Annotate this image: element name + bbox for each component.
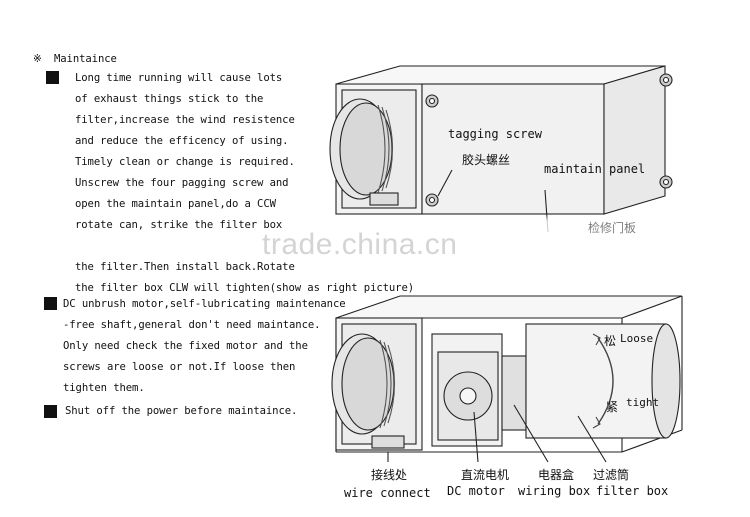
s1-line: of exhaust things stick to the <box>75 93 264 105</box>
loose-cn-label: 松 <box>604 334 617 348</box>
tight-label: tight <box>626 396 660 409</box>
s2-line: -free shaft,general don't need maintance… <box>63 319 321 331</box>
s1-line: the filter.Then install back.Rotate <box>75 261 295 273</box>
filter-box-cn-label: 过滤筒 <box>593 468 630 482</box>
tagging-screw-cn-label: 胶头螺丝 <box>462 153 511 167</box>
s2-line: Only need check the fixed motor and the <box>63 340 308 352</box>
s1-line: filter,increase the wind resistence <box>75 114 295 126</box>
dc-motor-cn-label: 直流电机 <box>461 468 510 482</box>
section-2-text: DC unbrush motor,self-lubricating mainte… <box>63 294 346 399</box>
s1-line-blurred <box>75 236 414 257</box>
bullet-1 <box>46 71 59 84</box>
section-3-text: Shut off the power before maintaince. <box>65 405 298 417</box>
wiring-box-label: wiring box <box>518 484 591 498</box>
maintain-panel-cn-label: 检修门板 <box>588 221 637 235</box>
s2-line: screws are loose or not.If loose then <box>63 361 296 373</box>
unit-closed-drawing <box>329 65 673 233</box>
unit-open-drawing <box>331 295 683 463</box>
bullet-3 <box>44 405 57 418</box>
wiring-box-cn-label: 电器盒 <box>538 468 575 482</box>
s2-line: DC unbrush motor,self-lubricating mainte… <box>63 298 346 310</box>
header-title: Maintaince <box>54 53 117 65</box>
header-symbol: ※ <box>33 53 42 65</box>
filter-box-label: filter box <box>596 484 669 498</box>
s1-line: Long time running will cause lots <box>75 72 283 84</box>
s1-line: and reduce the efficency of using. <box>75 135 289 147</box>
wire-connect-cn-label: 接线处 <box>371 468 408 482</box>
wire-connect-label: wire connect <box>344 486 431 500</box>
s1-line: the filter box CLW will tighten(show as … <box>75 282 415 294</box>
s1-line: open the maintain panel,do a CCW <box>75 198 276 210</box>
tagging-screw-label: tagging screw <box>448 127 542 141</box>
s1-line: rotate can, strike the filter box <box>75 219 283 231</box>
s2-line: tighten them. <box>63 382 145 394</box>
bullet-2 <box>44 297 57 310</box>
tight-cn-label: 紧 <box>606 400 619 414</box>
s1-line: Timely clean or change is required. <box>75 156 295 168</box>
watermark: trade.china.cn <box>262 228 458 261</box>
s1-line: Unscrew the four pagging screw and <box>75 177 289 189</box>
maintain-panel-label: maintain panel <box>544 162 646 176</box>
blur-band <box>60 218 620 262</box>
section-1-text: Long time running will cause lots of exh… <box>75 68 414 299</box>
dc-motor-label: DC motor <box>447 484 505 498</box>
loose-label: Loose <box>620 332 654 345</box>
